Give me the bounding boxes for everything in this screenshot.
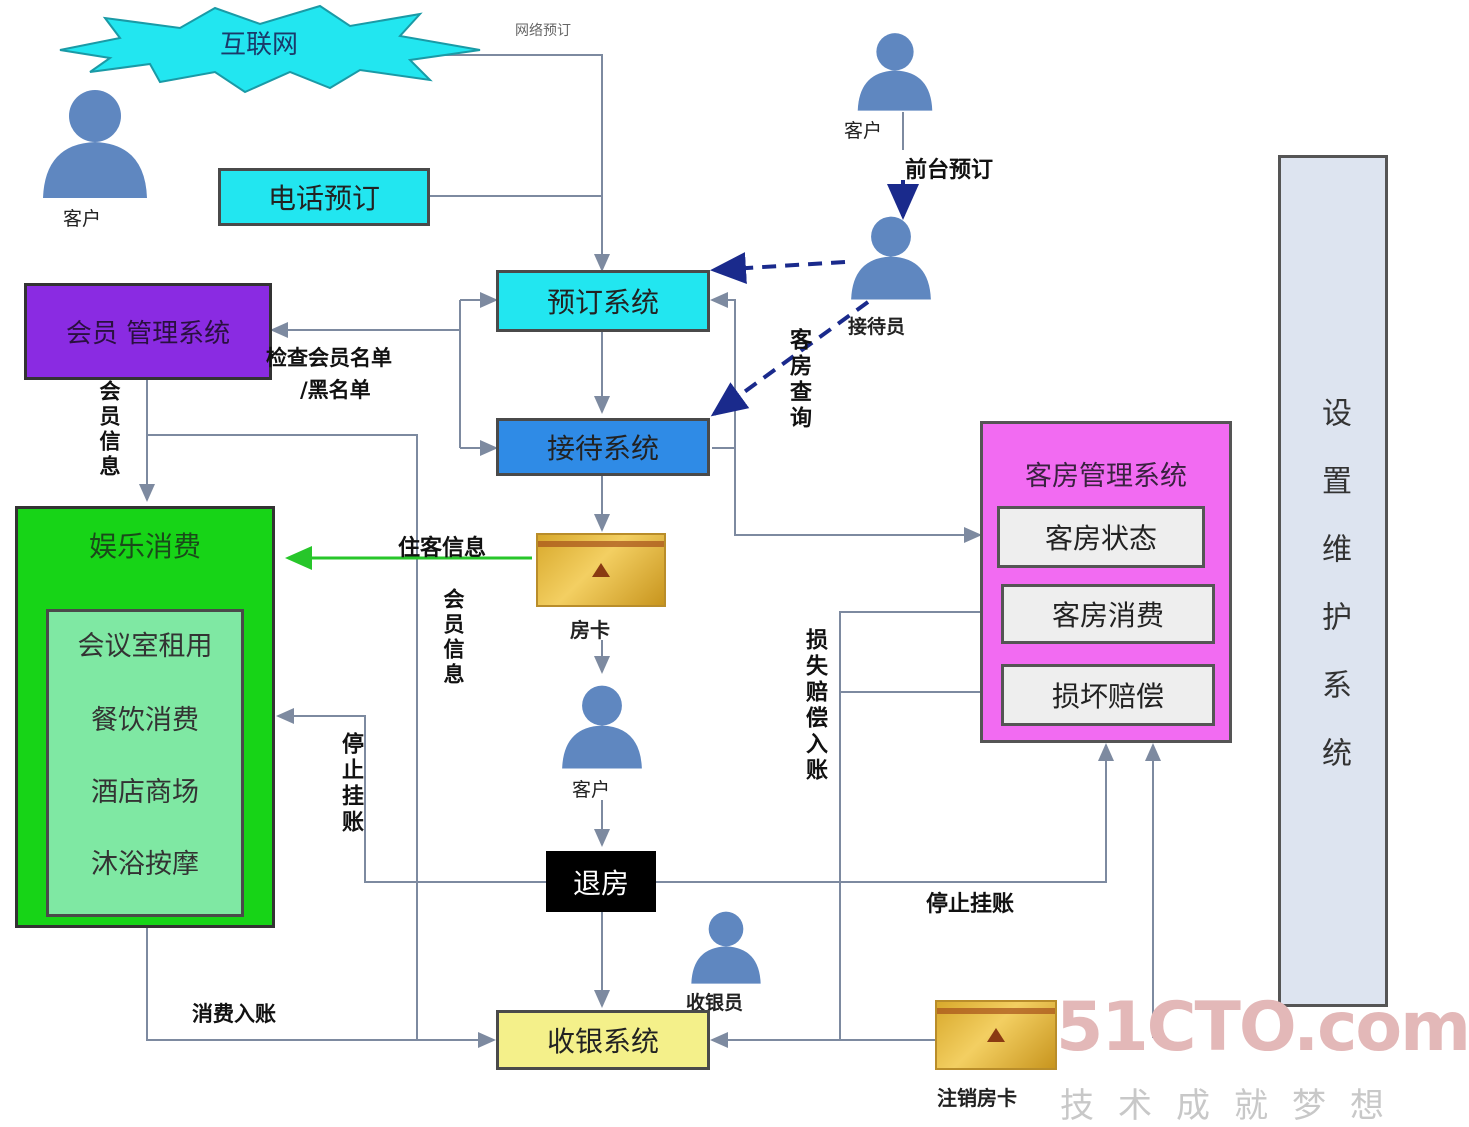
card-logo-icon bbox=[592, 563, 610, 577]
damage-compensation-box[interactable]: 损坏赔偿 bbox=[1001, 664, 1215, 726]
watermark-brand: 51CTO.com bbox=[1056, 988, 1469, 1067]
room-query-label: 客房查询 bbox=[786, 328, 811, 432]
web-booking-label: 网络预订 bbox=[515, 23, 571, 39]
room-mgmt-box[interactable]: 客房管理系统 客房状态 客房消费 损坏赔偿 bbox=[980, 421, 1232, 743]
cancel-card-label: 注销房卡 bbox=[937, 1086, 1017, 1110]
customer-left-label: 客户 bbox=[63, 208, 102, 230]
room-card-label: 房卡 bbox=[570, 618, 610, 642]
person-icon bbox=[857, 33, 933, 111]
damage-billing-label: 损失赔偿入账 bbox=[802, 628, 827, 784]
consumption-billing-label: 消费入账 bbox=[192, 1002, 276, 1026]
room-status-box[interactable]: 客房状态 bbox=[997, 506, 1205, 568]
checkout-box[interactable]: 退房 bbox=[546, 851, 656, 912]
stop-charge-right-label: 停止挂账 bbox=[926, 892, 1015, 917]
blacklist-label: /黑名单 bbox=[300, 378, 371, 402]
entertainment-items: 会议室租用 餐饮消费 酒店商场 沐浴按摩 bbox=[46, 609, 244, 917]
edge-room-query bbox=[710, 300, 870, 417]
person-icon bbox=[562, 685, 642, 769]
guest-info-label: 住客信息 bbox=[398, 536, 487, 561]
cashier-system-box[interactable]: 收银系统 bbox=[496, 1010, 710, 1070]
hotel-system-diagram: 互联网 客户 客户 接待员 客户 收银员 电话预订 预订系统 会员 管理系统 接… bbox=[15, 4, 1469, 1126]
edge-checkout-room bbox=[656, 743, 1114, 883]
edge-booking-room bbox=[712, 299, 982, 543]
receptionist-label: 接待员 bbox=[848, 316, 906, 338]
entertainment-title: 娱乐消费 bbox=[88, 530, 201, 563]
person-icon bbox=[43, 90, 147, 198]
check-list-label: 检查会员名单 bbox=[266, 346, 392, 370]
ent-item[interactable]: 餐饮消费 bbox=[91, 705, 199, 736]
phone-booking-box[interactable]: 电话预订 bbox=[218, 168, 430, 226]
customer-top-label: 客户 bbox=[844, 120, 883, 142]
internet-cloud-shape bbox=[59, 4, 481, 94]
person-icon bbox=[851, 216, 931, 300]
maintenance-label: 设置维护系统 bbox=[1316, 397, 1351, 805]
booking-system-box[interactable]: 预订系统 bbox=[496, 270, 710, 332]
edge-member-cashier bbox=[147, 434, 418, 1040]
internet-label: 互联网 bbox=[220, 30, 299, 60]
ent-item[interactable]: 会议室租用 bbox=[77, 631, 213, 662]
card-logo-icon bbox=[987, 1028, 1005, 1043]
room-card bbox=[536, 533, 666, 607]
member-info-mid-label: 会员信息 bbox=[441, 588, 465, 688]
front-desk-booking-label: 前台预订 bbox=[905, 158, 994, 183]
connectors bbox=[59, 4, 1161, 1048]
edge-entertainment-cashier bbox=[146, 928, 496, 1048]
ent-item[interactable]: 沐浴按摩 bbox=[91, 849, 199, 880]
edge-room-cashier bbox=[839, 611, 1000, 1040]
cashier-label: 收银员 bbox=[686, 992, 744, 1014]
customer-mid-label: 客户 bbox=[572, 779, 611, 801]
reception-system-box[interactable]: 接待系统 bbox=[496, 418, 710, 476]
ent-item[interactable]: 酒店商场 bbox=[91, 777, 199, 808]
cancel-card bbox=[935, 1000, 1057, 1070]
watermark-slogan: 技术成就梦想 bbox=[1060, 1086, 1408, 1126]
member-system-box[interactable]: 会员 管理系统 bbox=[24, 283, 272, 380]
maintenance-system-box[interactable]: 设置维护系统 bbox=[1278, 155, 1388, 1007]
edge-receptionist-booking bbox=[710, 252, 846, 285]
edge-checkout-entertainment bbox=[276, 708, 546, 883]
person-icon bbox=[691, 911, 761, 984]
room-consumption-box[interactable]: 客房消费 bbox=[1001, 584, 1215, 644]
room-mgmt-title: 客房管理系统 bbox=[1025, 461, 1187, 492]
edge-internet-booking bbox=[440, 54, 610, 272]
stop-charge-left-label: 停止挂账 bbox=[338, 732, 363, 836]
member-info-left-label: 会员信息 bbox=[97, 380, 121, 480]
entertainment-box[interactable]: 娱乐消费 会议室租用 餐饮消费 酒店商场 沐浴按摩 bbox=[15, 506, 275, 928]
